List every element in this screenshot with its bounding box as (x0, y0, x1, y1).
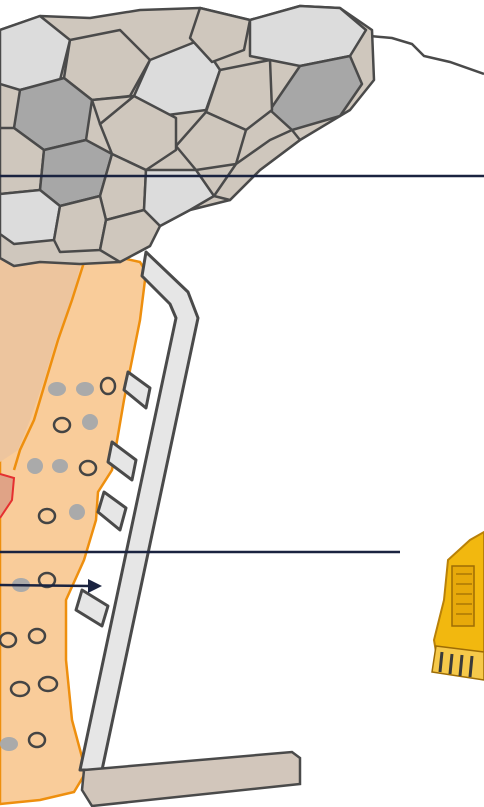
concrete-base-slab (82, 752, 300, 806)
mountain-slope-outline (370, 36, 484, 74)
loader-machine (432, 532, 484, 680)
broken-rock-rubble (0, 6, 374, 266)
